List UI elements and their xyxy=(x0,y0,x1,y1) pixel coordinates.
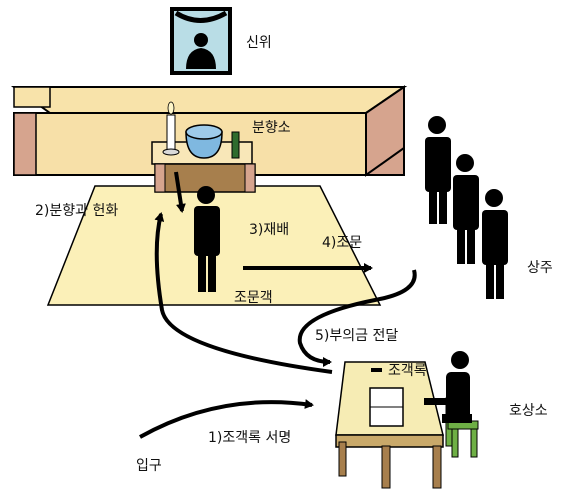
chief-mourner-2 xyxy=(453,154,479,264)
chief-mourner-1 xyxy=(425,116,451,224)
memorial-portrait xyxy=(170,7,232,75)
arrow-to-altar xyxy=(154,212,333,374)
guestbook-label: 조객록 xyxy=(388,363,427,379)
receptionist-figure xyxy=(424,351,472,423)
step5-label: 5)부의금 전달 xyxy=(315,328,398,344)
step4-label: 4)조문 xyxy=(322,235,362,251)
arrow-step5 xyxy=(297,269,417,367)
incense-altar-label: 분향소 xyxy=(252,120,291,136)
mourner-label: 조문객 xyxy=(234,290,273,306)
step2-label: 2)분향과 헌화 xyxy=(35,203,118,219)
reception-label: 호상소 xyxy=(509,403,548,419)
chief-mourner-3 xyxy=(482,189,508,299)
step1-label: 1)조객록 서명 xyxy=(208,430,291,446)
reception-desk xyxy=(335,361,444,489)
mourner-figure xyxy=(194,186,220,292)
arrow-step2 xyxy=(174,171,186,213)
candle xyxy=(162,101,180,156)
step3-label: 3)재배 xyxy=(249,222,289,238)
chief-mourners-label: 상주 xyxy=(527,260,553,276)
incense-urn xyxy=(185,124,223,159)
memorial-label: 신위 xyxy=(246,35,272,51)
arrow-step1 xyxy=(139,399,314,439)
entrance-label: 입구 xyxy=(136,458,162,474)
